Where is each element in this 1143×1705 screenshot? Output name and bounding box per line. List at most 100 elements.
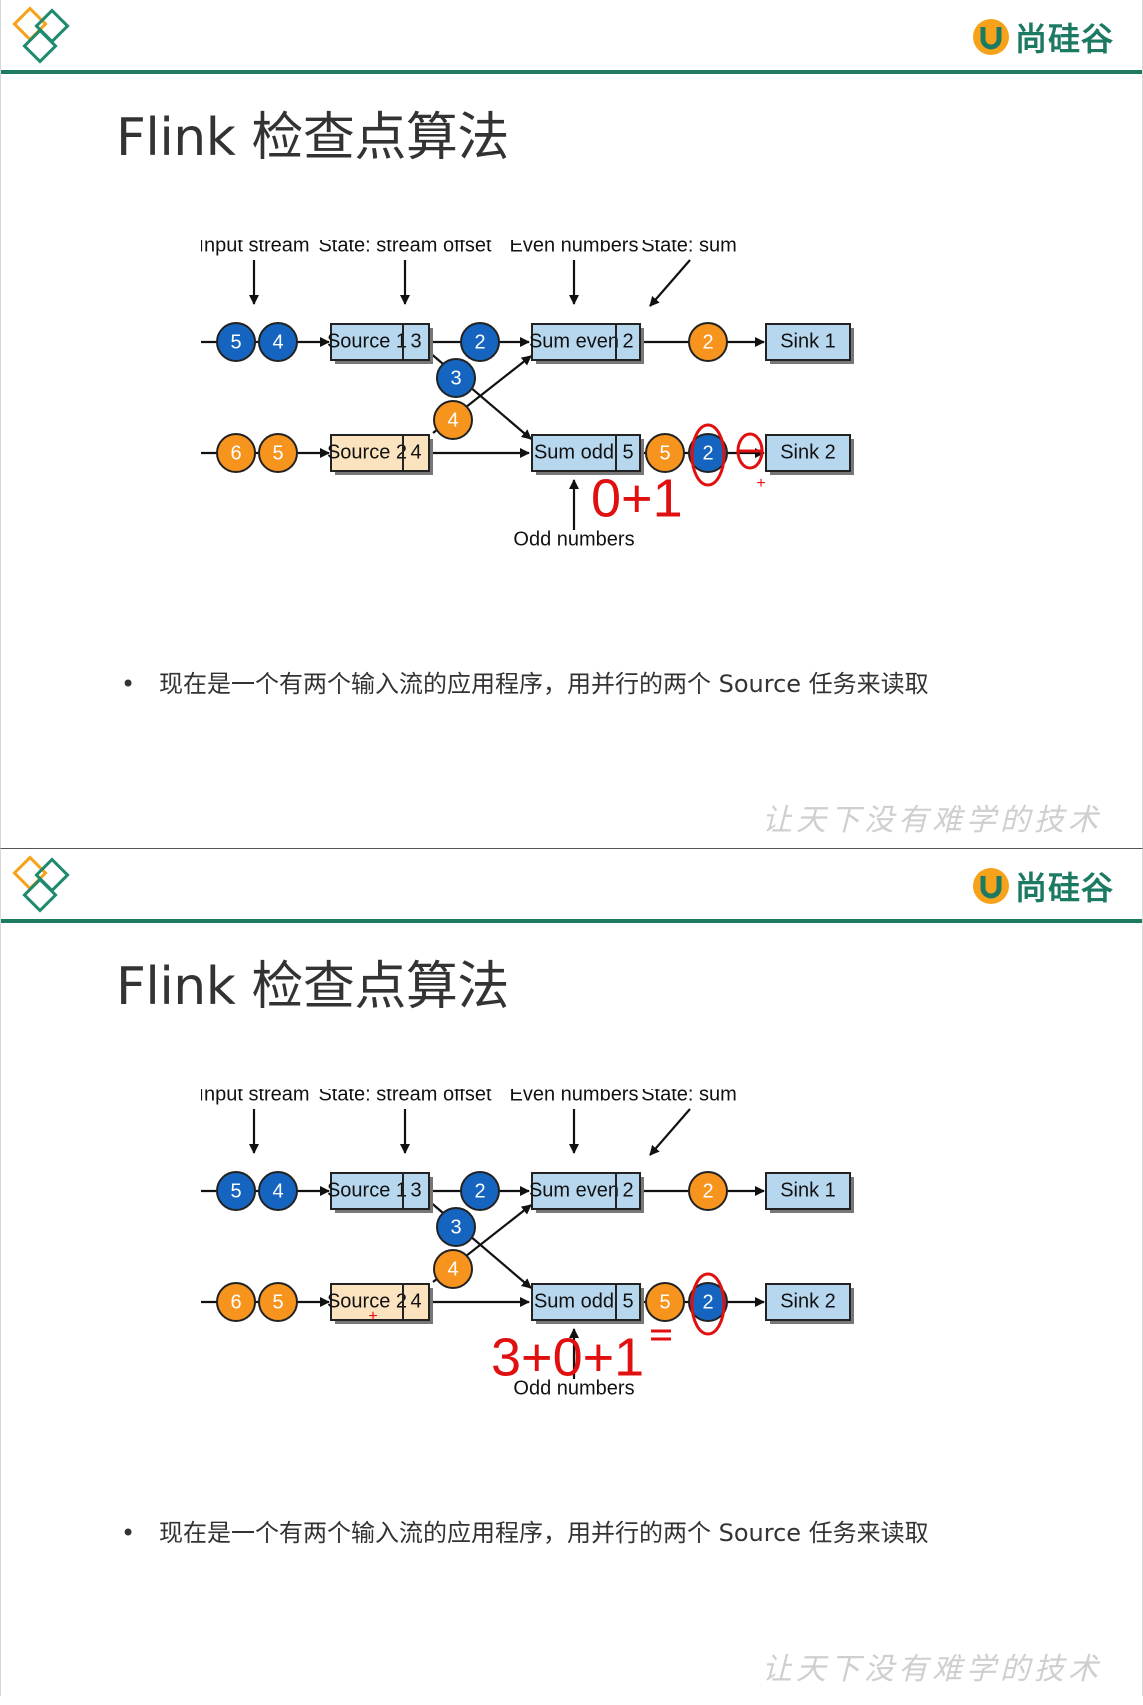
record-odd-out-2: [688, 1282, 728, 1322]
node-source1-label: Source 1: [327, 330, 407, 352]
record-odd-out-2: [688, 433, 728, 473]
record-input1-b-label: 4: [272, 331, 283, 353]
record-input2-a-label: 6: [230, 1291, 241, 1313]
record-input1-a: [216, 1171, 256, 1211]
node-sum-even: [531, 1172, 641, 1210]
bullet-text-row: •现在是一个有两个输入流的应用程序，用并行的两个 Source 任务来读取: [121, 670, 929, 698]
record-odd-out-5: [645, 1282, 685, 1322]
watermark: 让天下没有难学的技术: [762, 1652, 1102, 1687]
node-source2-state: 4: [410, 441, 421, 463]
diamond-logo-icon: [12, 855, 70, 913]
record-cross-3: [436, 1207, 476, 1247]
slide-2: 尚硅谷 Flink 检查点算法 Input stream State: strea…: [0, 848, 1143, 1696]
node-source1: [330, 323, 430, 361]
red-circle-odd-out-2: [690, 423, 726, 487]
slide-title: Flink 检查点算法: [116, 108, 509, 168]
bullet-text: 现在是一个有两个输入流的应用程序，用并行的两个 Source 任务来读取: [159, 670, 929, 698]
brand-name: 尚硅谷: [1014, 20, 1114, 58]
label-state-sum: State: sum: [641, 240, 737, 256]
node-sink2: [765, 434, 851, 472]
node-sum-odd: [531, 1283, 641, 1321]
node-source1-state: 3: [410, 1179, 421, 1201]
record-input2-b: [258, 433, 298, 473]
node-sum-odd-label: Sum odd: [534, 1290, 614, 1312]
record-input1-b: [258, 322, 298, 362]
node-source2-label: Source 2: [327, 1290, 407, 1312]
node-sum-even: [531, 323, 641, 361]
node-sum-even-label: Sum even: [529, 330, 619, 352]
node-sink2-label: Sink 2: [780, 1290, 836, 1312]
watermark: 让天下没有难学的技术: [762, 803, 1102, 838]
label-input-stream: Input stream: [201, 1089, 310, 1105]
label-state-sum: State: sum: [641, 1089, 737, 1105]
u-logo-icon: [972, 19, 1009, 55]
slide-1: 尚硅谷 Flink 检查点算法 Input stream State: strea…: [0, 0, 1143, 848]
record-odd-out-5-label: 5: [659, 442, 670, 464]
record-cross-3: [436, 358, 476, 398]
record-cross-4-label: 4: [447, 409, 458, 431]
node-sum-odd-state: 5: [622, 1290, 633, 1312]
node-sink1-label: Sink 1: [780, 1179, 836, 1201]
node-sum-even-state: 2: [622, 1179, 633, 1201]
brand-logo: 尚硅谷: [971, 15, 1114, 59]
node-source2: [330, 434, 430, 472]
bullet-text-row: •现在是一个有两个输入流的应用程序，用并行的两个 Source 任务来读取: [121, 1519, 929, 1547]
record-input2-b: [258, 1282, 298, 1322]
red-annotation: 0+1: [591, 468, 683, 528]
record-input1-a-label: 5: [230, 1180, 241, 1202]
record-even-out: [688, 322, 728, 362]
u-logo-icon: [972, 868, 1009, 904]
record-cross-4-label: 4: [447, 1258, 458, 1280]
record-even-out: [688, 1171, 728, 1211]
node-sum-even-state: 2: [622, 330, 633, 352]
brand-name: 尚硅谷: [1014, 869, 1114, 907]
red-circle-odd-out-2: [690, 1272, 726, 1336]
record-input2-a: [216, 1282, 256, 1322]
record-input1-b-label: 4: [272, 1180, 283, 1202]
diamond-logo-icon: [12, 6, 70, 64]
record-cross-4: [433, 400, 473, 440]
record-odd-out-5-label: 5: [659, 1291, 670, 1313]
header-divider: [1, 919, 1142, 923]
node-source1: [330, 1172, 430, 1210]
node-sum-odd: [531, 434, 641, 472]
slide-title: Flink 检查点算法: [116, 957, 509, 1017]
arrow-state-sum: [649, 1108, 691, 1156]
node-sink2: [765, 1283, 851, 1321]
label-input-stream: Input stream: [201, 240, 310, 256]
label-even-numbers: Even numbers: [510, 240, 639, 256]
label-even-numbers: Even numbers: [510, 1089, 639, 1105]
red-plus-mark: +: [368, 1308, 377, 1325]
label-odd-numbers: Odd numbers: [513, 528, 634, 550]
record-cross-4: [433, 1249, 473, 1289]
record-s1-out: [460, 1171, 500, 1211]
record-input2-b-label: 5: [272, 1291, 283, 1313]
node-source2-state: 4: [410, 1290, 421, 1312]
node-sink2-label: Sink 2: [780, 441, 836, 463]
record-input1-a-label: 5: [230, 331, 241, 353]
record-s1-out: [460, 322, 500, 362]
record-input2-b-label: 5: [272, 442, 283, 464]
node-source2: [330, 1283, 430, 1321]
red-plus-mark: +: [756, 475, 765, 492]
record-input1-b: [258, 1171, 298, 1211]
record-odd-out-5: [645, 433, 685, 473]
checkpoint-diagram: Input stream State: stream offset Even num…: [201, 240, 854, 550]
header-divider: [1, 70, 1142, 74]
node-source1-state: 3: [410, 330, 421, 352]
brand-logo: 尚硅谷: [971, 864, 1114, 908]
node-sink1: [765, 1172, 851, 1210]
red-annotation: 3+0+1: [491, 1327, 644, 1387]
label-state-offset: State: stream offset: [318, 1089, 491, 1105]
record-input1-a: [216, 322, 256, 362]
record-s1-out-label: 2: [474, 331, 485, 353]
node-sink1: [765, 323, 851, 361]
record-even-out-label: 2: [702, 331, 713, 353]
arrow-state-sum: [649, 259, 691, 307]
record-odd-out-2-label: 2: [702, 1291, 713, 1313]
record-s1-out-label: 2: [474, 1180, 485, 1202]
record-input2-a: [216, 433, 256, 473]
label-state-offset: State: stream offset: [318, 240, 491, 256]
record-odd-out-2-label: 2: [702, 442, 713, 464]
record-cross-3-label: 3: [450, 1216, 461, 1238]
